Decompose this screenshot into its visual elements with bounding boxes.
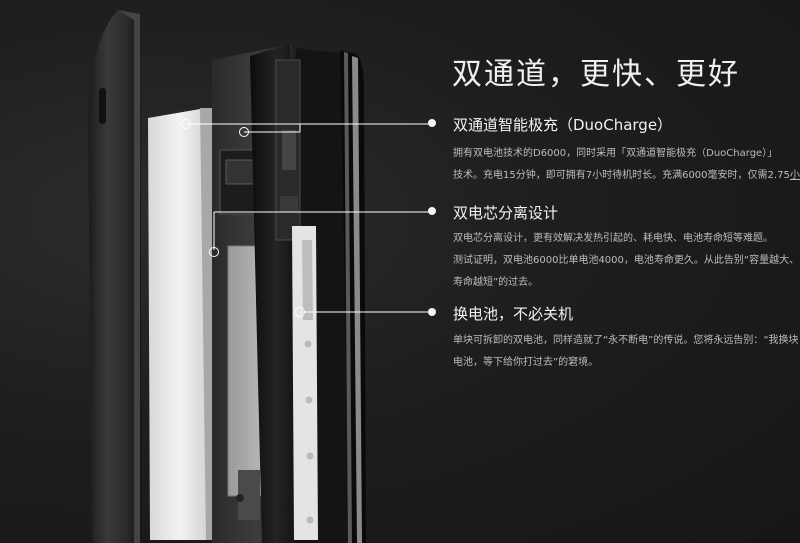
feature-heading-duocharge: 双通道智能极充（DuoCharge） [453,116,673,134]
feature-heading-hot-swap: 换电池，不必关机 [453,305,574,323]
feature-text-hot-swap: 单块可拆卸的双电池，同样造就了“永不断电”的传说。您将永远告别：“我换块 电池，… [453,330,799,374]
feature-bullet-icon [428,207,436,215]
feature-text-duocharge: 拥有双电池技术的D6000，同时采用「双通道智能极充（DuoCharge）」 技… [453,143,800,187]
callout-lines [186,123,432,313]
removable-battery [148,108,214,540]
feature-heading-dual-cell: 双电芯分离设计 [453,204,559,222]
feature-text-fragment: 技术。充电15分钟，即可拥有7小时待机时长。充满6000毫安时，仅需2.75 [453,170,790,181]
phone-frame [250,44,350,543]
feature-text-dual-cell: 双电芯分离设计，更有效解决发热引起的、耗电快、电池寿命短等难题。 测试证明，双电… [453,228,800,294]
feature-text-line: 拥有双电池技术的D6000，同时采用「双通道智能极充（DuoCharge）」 [453,148,778,159]
feature-text-line: 寿命越短”的过去。 [453,277,539,288]
feature-text-line: 双电芯分离设计，更有效解决发热引起的、耗电快、电池寿命短等难题。 [453,233,773,244]
feature-text-line: 测试证明，双电池6000比单电池4000，电池寿命更久。从此告别“容量越大、 [453,255,800,266]
front-bezel [340,50,366,543]
feature-text-line: 单块可拆卸的双电池，同样造就了“永不断电”的传说。您将永远告别：“我换块 [453,335,799,346]
feature-text-line: 电池，等下给你打过去”的窘境。 [453,357,599,368]
underlined-text: 小时 [789,170,800,181]
feature-bullet-icon [428,119,436,127]
page-title: 双通道，更快、更好 [452,57,740,92]
feature-text-line: 技术。充电15分钟，即可拥有7小时待机时长。充满6000毫安时，仅需2.75小时… [453,165,800,187]
back-cover [88,10,142,543]
callout-markers [181,119,305,317]
feature-bullet-icon [428,308,436,316]
